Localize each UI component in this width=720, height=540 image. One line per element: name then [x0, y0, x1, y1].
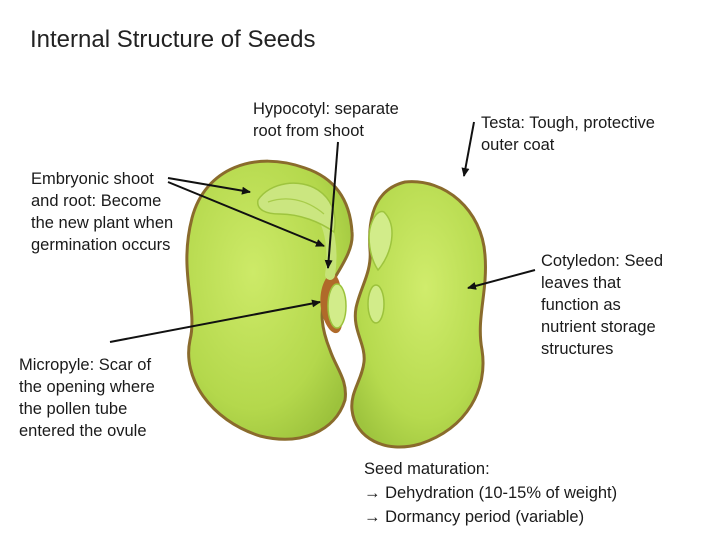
testa-label: Testa: Tough, protective outer coat: [481, 114, 655, 154]
embryonic-label: Embryonic shoot and root: Become the new…: [31, 170, 174, 254]
arrow-embryonic-shoot: [167, 177, 251, 195]
maturation-point: → Dehydration (10-15% of weight): [364, 484, 618, 502]
arrow-right-icon: →: [364, 484, 386, 502]
hypocotyl-label: Hypocotyl: separate root from shoot: [253, 100, 399, 140]
radicle-right: [367, 284, 385, 324]
arrow-testa: [461, 121, 475, 177]
arrow-micropyle: [109, 299, 321, 343]
arrow-right-icon: →: [364, 508, 386, 526]
arrow-hypocotyl: [324, 141, 339, 269]
embryonic-leaf-right: [368, 210, 393, 272]
arrow-embryonic-root: [167, 181, 325, 247]
seed-left-half: [185, 159, 354, 441]
arrow-cotyledon: [467, 269, 536, 290]
radicle-left: [327, 283, 347, 329]
seed-maturation-notes: Seed maturation: → Dehydration (10-15% o…: [364, 457, 617, 529]
maturation-point: → Dormancy period (variable): [364, 508, 585, 526]
page-title: Internal Structure of Seeds: [30, 26, 316, 53]
micropyle-label: Micropyle: Scar of the opening where the…: [19, 356, 155, 440]
cotyledon-label: Cotyledon: Seed leaves that function as …: [541, 252, 664, 358]
embryonic-shoot-leaf: [257, 182, 336, 234]
maturation-heading: Seed maturation:: [364, 460, 490, 478]
